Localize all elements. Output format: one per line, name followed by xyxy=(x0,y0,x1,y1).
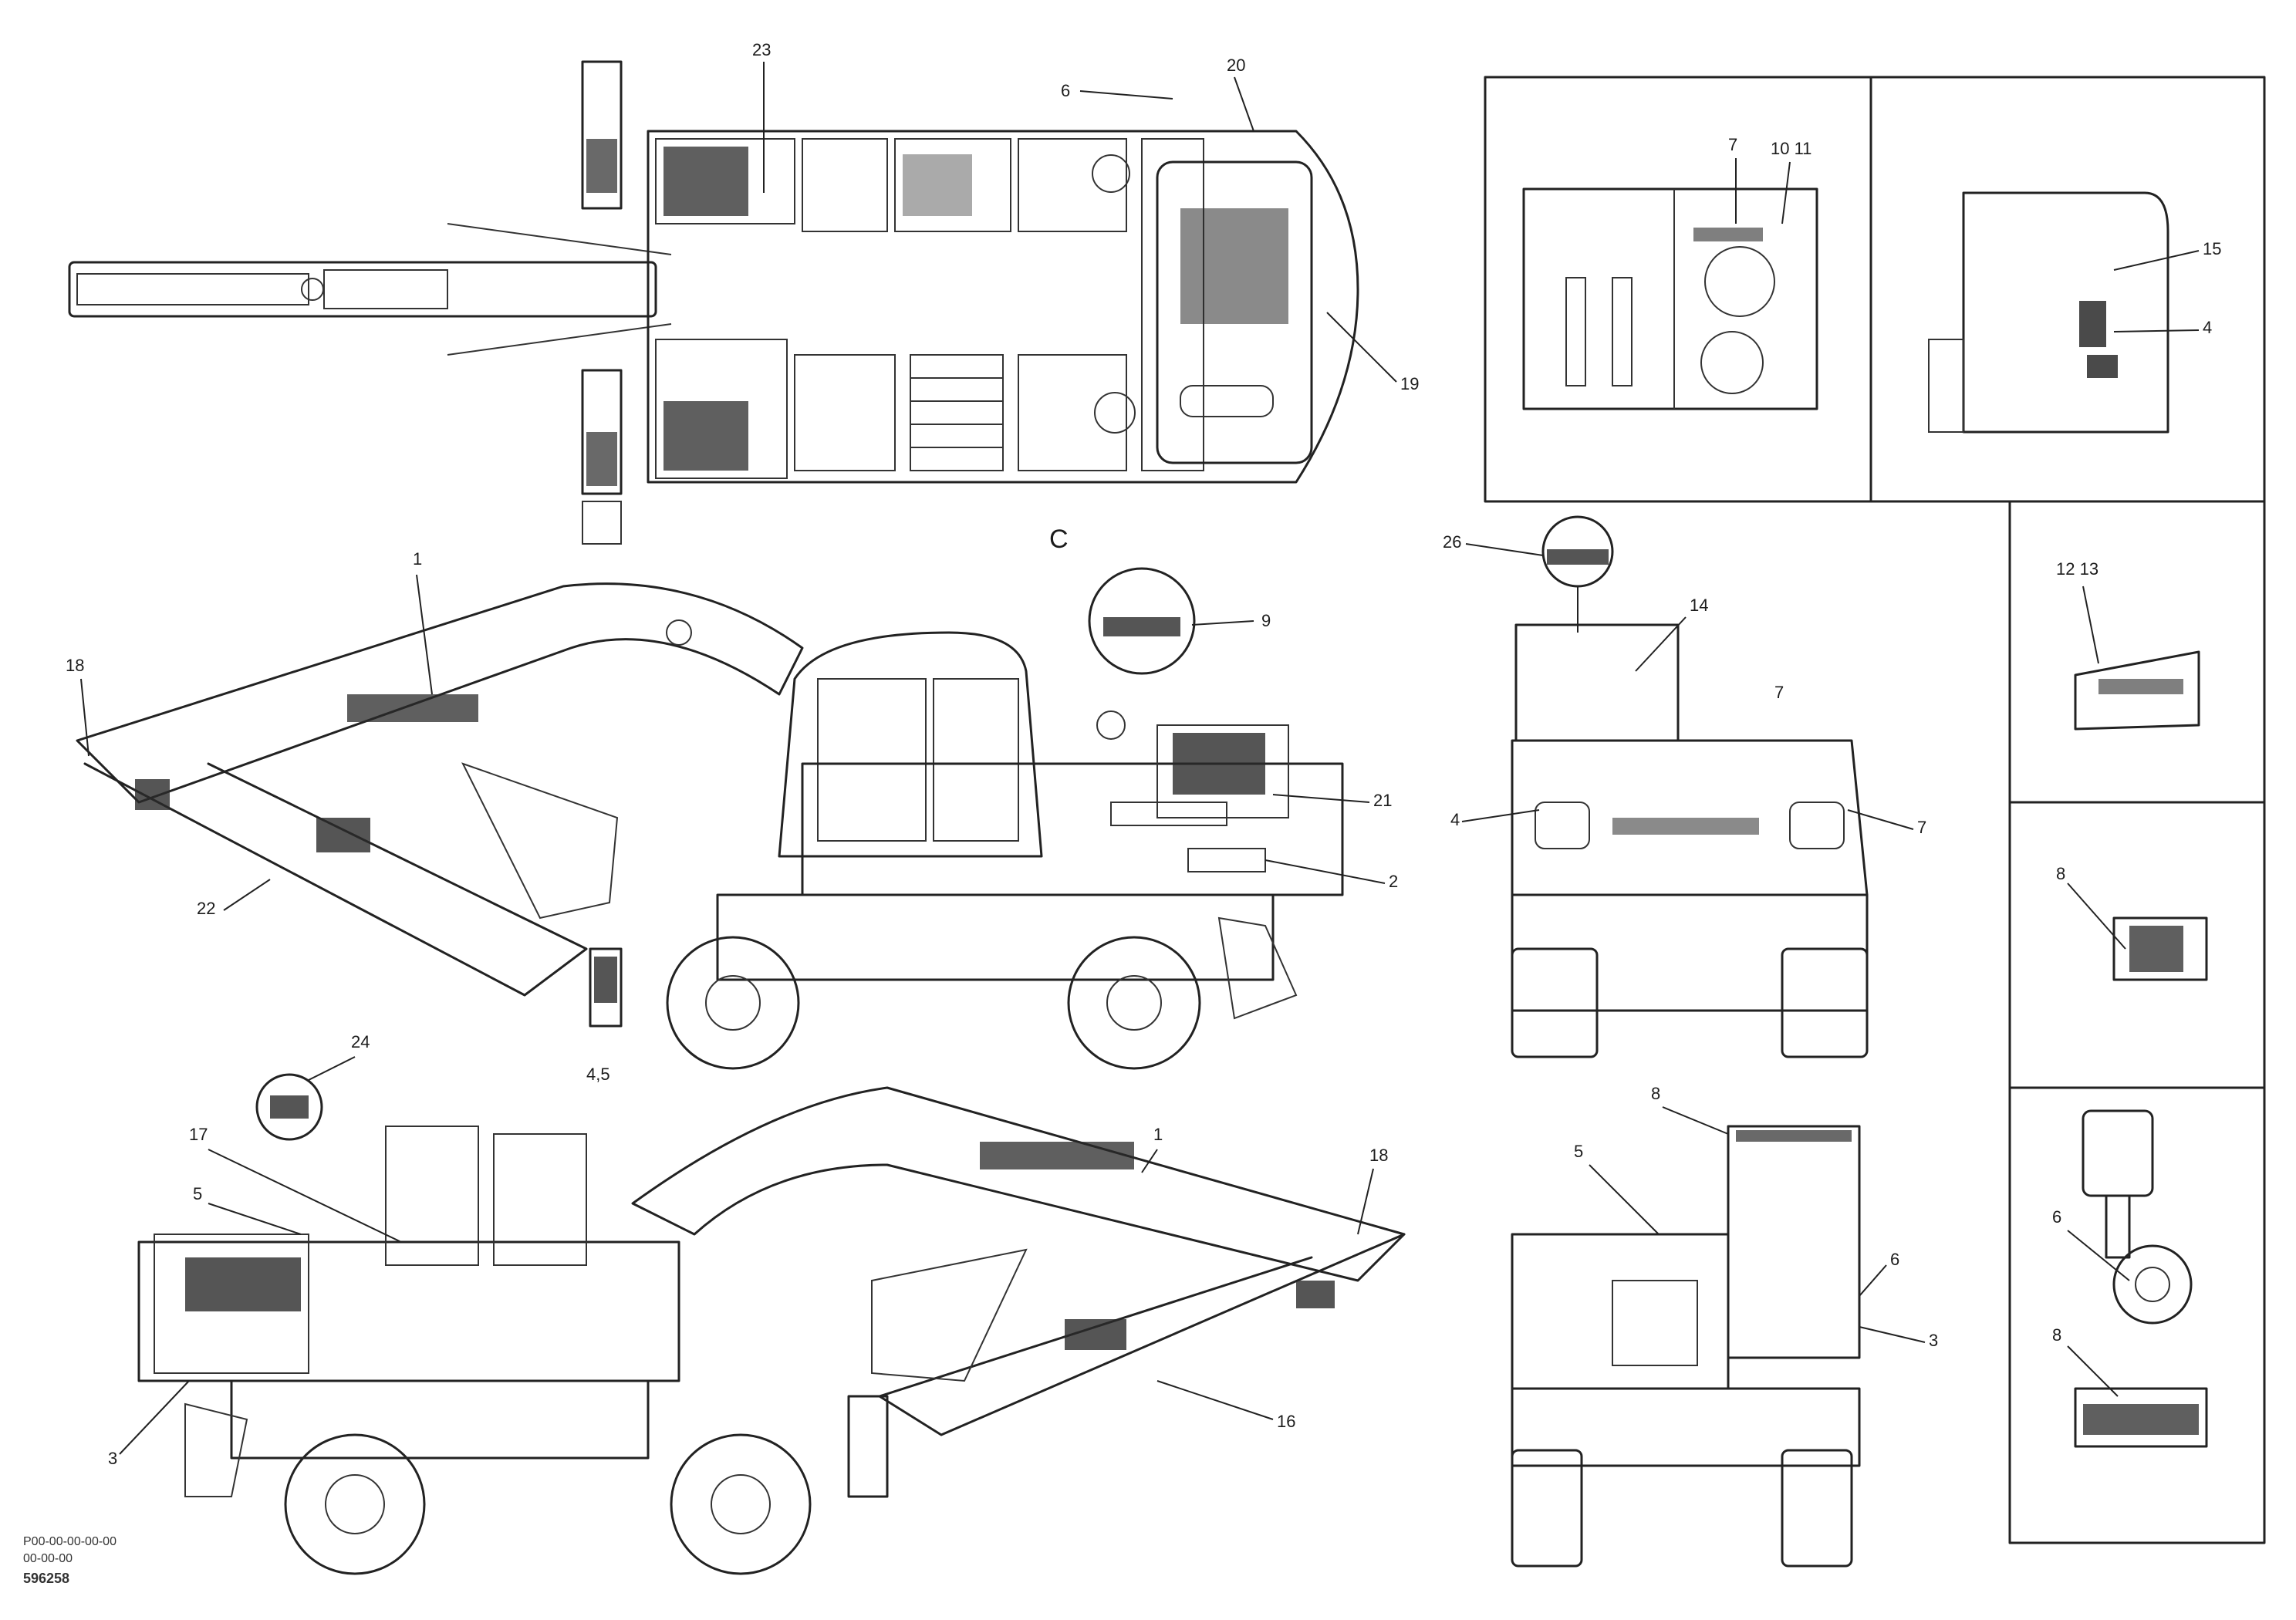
callout-label: 9 xyxy=(1261,611,1271,630)
panel-4-decal-detail: 8 xyxy=(2056,864,2208,981)
callout-label: 6 xyxy=(2052,1207,2061,1227)
side-view-right-excavator xyxy=(137,1073,1406,1575)
callout-label: 8 xyxy=(2052,1325,2061,1345)
callout-label: 19 xyxy=(1400,374,1419,393)
detail-panels-frame xyxy=(1484,76,2266,1544)
callout-label: 21 xyxy=(1373,791,1392,810)
callout-label: 3 xyxy=(1929,1331,1938,1350)
panel-5-decal-detail: 6 8 xyxy=(2052,1109,2208,1448)
callout-label: C xyxy=(1049,525,1069,554)
side-view-right-callouts: 24 17 5 3 1 18 16 xyxy=(108,1032,1388,1468)
rear-view-excavator xyxy=(1511,515,1869,1058)
callout-label: 6 xyxy=(1061,81,1070,100)
callout-label: 7 xyxy=(1774,683,1784,702)
callout-label: 12 13 xyxy=(2056,559,2098,579)
top-view-excavator xyxy=(68,60,1359,545)
top-view-callouts: 23 6 20 19 xyxy=(752,40,1419,393)
callout-label: 26 xyxy=(1443,532,1461,552)
callout-label: 10 11 xyxy=(1771,139,1811,158)
front-view-callouts: 8 5 6 3 xyxy=(1574,1084,1938,1350)
callout-label: 22 xyxy=(197,899,215,918)
callout-label: 18 xyxy=(66,656,84,675)
callout-label: 1 xyxy=(413,549,422,569)
callout-label: 20 xyxy=(1227,56,1245,75)
callout-label: 24 xyxy=(351,1032,370,1051)
front-view-excavator xyxy=(1511,1125,1861,1568)
callout-label: 4 xyxy=(2203,318,2212,337)
side-view-left-callouts: 1 18 22 C 9 21 2 4,5 xyxy=(66,525,1398,1084)
footer-reference: P00-00-00-00-00 xyxy=(23,1535,116,1548)
callout-label: 1 xyxy=(1153,1125,1163,1144)
callout-label: 17 xyxy=(189,1125,208,1144)
side-view-left-excavator xyxy=(76,567,1344,1070)
panel-2-seat-detail: 15 4 xyxy=(1928,191,2221,434)
callout-label: 23 xyxy=(752,40,771,59)
callout-label: 7 xyxy=(1728,135,1737,154)
callout-label: 5 xyxy=(1574,1142,1583,1161)
callout-label: 4 xyxy=(1450,810,1460,829)
panel-1-dashboard: 7 10 11 xyxy=(1522,135,1818,410)
footer-drawing-code: 596258 xyxy=(23,1571,70,1586)
panel-3-decal-detail: 12 13 xyxy=(2056,559,2200,731)
callout-label: 3 xyxy=(108,1449,117,1468)
callout-label: 6 xyxy=(1890,1250,1899,1269)
callout-label: 16 xyxy=(1277,1412,1295,1431)
callout-label: 4,5 xyxy=(586,1065,610,1084)
callout-label: 14 xyxy=(1690,596,1708,615)
callout-label: 15 xyxy=(2203,239,2221,258)
callout-label: 18 xyxy=(1369,1146,1388,1165)
callout-label: 2 xyxy=(1389,872,1398,891)
callout-label: 8 xyxy=(2056,864,2065,883)
callout-label: 8 xyxy=(1651,1084,1660,1103)
rear-view-callouts: 26 14 4 7 7 xyxy=(1443,532,1926,837)
footer-sub-reference: 00-00-00 xyxy=(23,1552,73,1565)
callout-label: 5 xyxy=(193,1184,202,1203)
callout-label: 7 xyxy=(1917,818,1926,837)
